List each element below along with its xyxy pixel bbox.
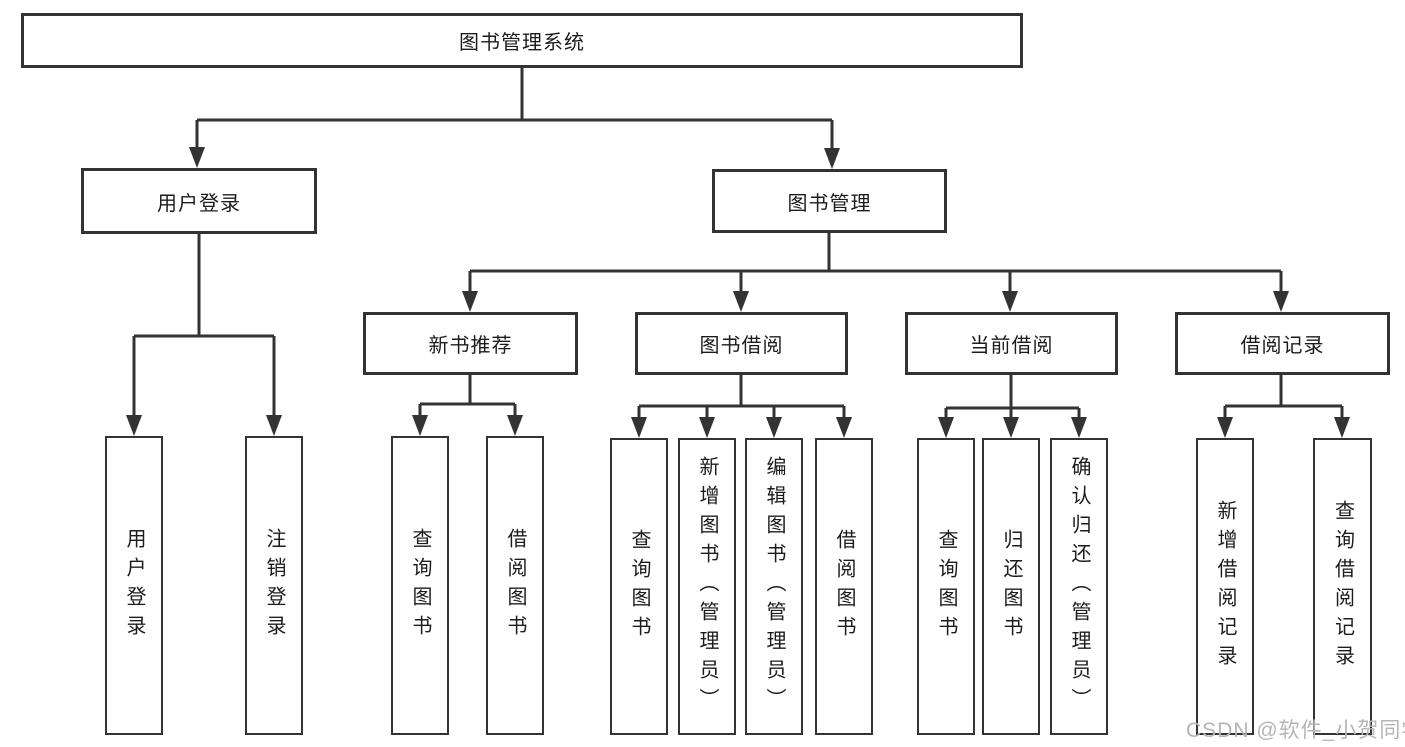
leaf-borrow-books-1-label: 借阅图书: [504, 527, 526, 644]
node-new-book-recommend: 新书推荐: [363, 312, 578, 375]
node-current-borrow-label: 当前借阅: [969, 335, 1054, 357]
leaf-query-books-2-label: 查询图书: [628, 528, 650, 645]
leaf-query-borrow-record: 查询借阅记录: [1313, 438, 1372, 735]
node-root-label: 图书管理系统: [459, 32, 585, 54]
node-book-management: 图书管理: [712, 169, 947, 233]
leaf-borrow-books-1: 借阅图书: [486, 436, 544, 735]
leaf-confirm-return-admin: 确认归还（管理员）: [1050, 438, 1108, 735]
leaf-query-books-1: 查询图书: [391, 436, 449, 735]
leaf-borrow-books-2-label: 借阅图书: [833, 528, 855, 645]
leaf-add-book-admin-label: 新增图书（管理员）: [696, 456, 718, 717]
leaf-query-borrow-record-label: 查询借阅记录: [1331, 499, 1354, 674]
leaf-borrow-books-2: 借阅图书: [815, 438, 873, 735]
node-book-borrow: 图书借阅: [635, 312, 848, 375]
leaf-confirm-return-admin-label: 确认归还（管理员）: [1068, 456, 1090, 717]
leaf-query-books-3: 查询图书: [917, 438, 975, 735]
leaf-return-book-label: 归还图书: [1000, 528, 1022, 645]
watermark: CSDN @软件_小贺同学: [1186, 719, 1405, 742]
node-current-borrow: 当前借阅: [905, 312, 1118, 375]
node-book-management-label: 图书管理: [787, 192, 872, 215]
leaf-add-book-admin: 新增图书（管理员）: [678, 438, 736, 735]
leaf-add-borrow-record-label: 新增借阅记录: [1214, 499, 1236, 674]
leaf-query-books-1-label: 查询图书: [409, 527, 431, 644]
node-borrow-record: 借阅记录: [1175, 312, 1390, 375]
leaf-add-borrow-record: 新增借阅记录: [1196, 438, 1254, 735]
node-borrow-record-label: 借阅记录: [1240, 335, 1325, 357]
leaf-edit-book-admin-label: 编辑图书（管理员）: [763, 456, 785, 717]
node-new-book-recommend-label: 新书推荐: [428, 335, 513, 357]
leaf-user-login: 用户登录: [105, 436, 163, 735]
node-user-login: 用户登录: [81, 168, 317, 234]
leaf-user-login-label: 用户登录: [123, 527, 145, 644]
node-user-login-label: 用户登录: [157, 192, 241, 215]
leaf-edit-book-admin: 编辑图书（管理员）: [745, 438, 803, 735]
leaf-logout: 注销登录: [245, 436, 303, 735]
leaf-query-books-3-label: 查询图书: [935, 528, 957, 645]
node-book-borrow-label: 图书借阅: [699, 335, 784, 357]
leaf-return-book: 归还图书: [982, 438, 1040, 735]
leaf-logout-label: 注销登录: [263, 527, 285, 644]
leaf-query-books-2: 查询图书: [610, 438, 668, 735]
node-root: 图书管理系统: [21, 13, 1023, 68]
